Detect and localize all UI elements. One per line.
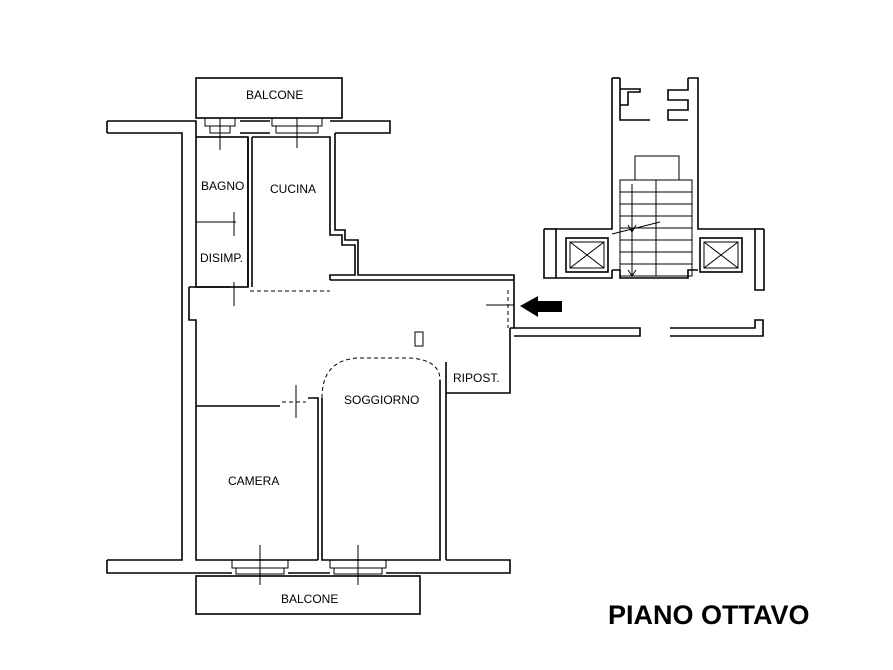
balcony-top: BALCONE: [195, 77, 343, 150]
soggiorno-label: SOGGIORNO: [344, 393, 419, 407]
bagno-label: BAGNO: [201, 179, 244, 193]
staircase-icon: [611, 155, 693, 277]
lift-shaft-icon: [565, 237, 609, 273]
ripost-label: RIPOST.: [453, 371, 500, 385]
small-fixture: [414, 331, 424, 347]
entrance-arrow-icon: [520, 296, 562, 317]
disimp-label: DISIMP.: [200, 251, 243, 265]
floor-title: PIANO OTTAVO: [608, 600, 810, 630]
stairwell-core: [543, 77, 765, 291]
lift-shaft-icon: [699, 237, 743, 273]
balcone-bottom-label: BALCONE: [281, 592, 338, 606]
balcony-bottom: BALCONE: [195, 545, 421, 615]
cucina-label: CUCINA: [270, 182, 316, 196]
balcone-top-label: BALCONE: [246, 88, 303, 102]
landing-walls: [514, 319, 764, 337]
camera-label: CAMERA: [228, 474, 279, 488]
